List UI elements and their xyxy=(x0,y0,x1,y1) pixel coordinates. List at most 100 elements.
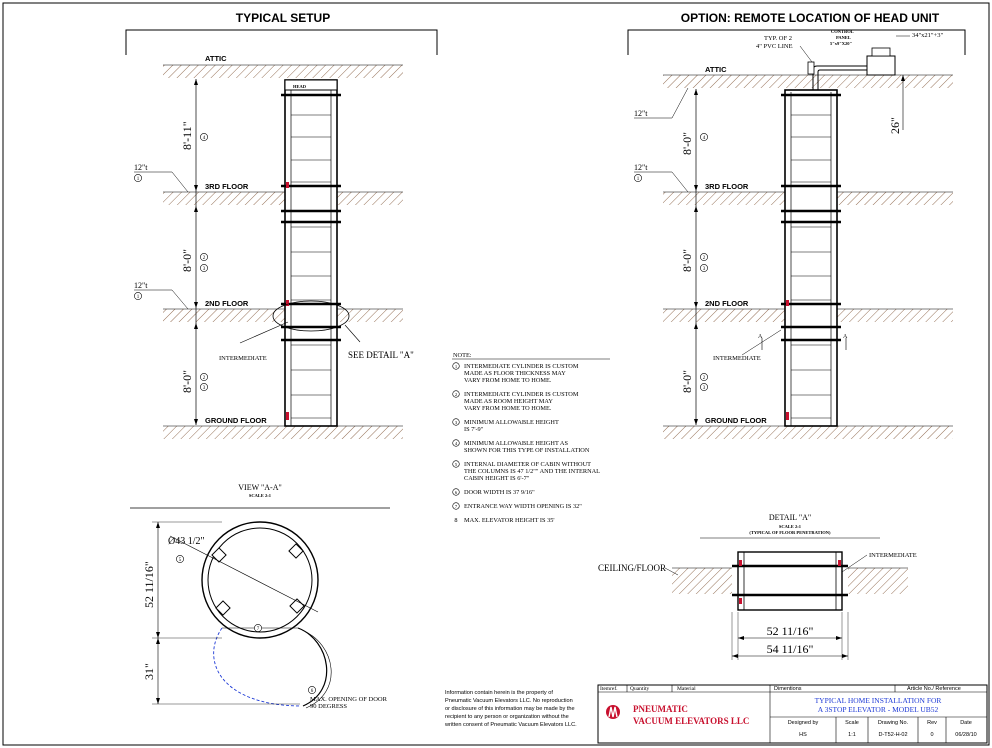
tb-scale-label: Scale xyxy=(845,720,859,726)
note-callout-icon xyxy=(452,488,460,496)
detail-intermediate-label: INTERMEDIATE xyxy=(869,552,917,559)
note-line: CABIN HEIGHT IS 6'-7" xyxy=(464,475,530,482)
cabin-outer xyxy=(201,521,319,639)
detail-a-scale: SCALE 2:1 xyxy=(779,524,802,529)
disclaimer: Information contain herein is the proper… xyxy=(444,690,577,728)
dim-52-11-16: 52 11/16" xyxy=(142,561,156,608)
tube-bands xyxy=(281,93,341,342)
box-dimensions: 34"x21"+3" xyxy=(912,32,943,39)
disclaimer-line: written consent of Pneumatic Vacuum Elev… xyxy=(444,722,577,728)
callout-3: 3 xyxy=(703,386,706,391)
tb-material: Material xyxy=(677,686,696,692)
note-callout-icon xyxy=(452,502,460,510)
cabin-inner xyxy=(207,527,313,633)
note-number: 8 xyxy=(454,517,457,524)
pvc-note-1: TYP. OF 2 xyxy=(764,35,792,42)
dim-26: 26" xyxy=(888,117,902,134)
company-name-2: VACUUM ELEVATORS LLC xyxy=(633,716,749,726)
elevator-tube xyxy=(284,79,338,427)
note-callout-icon xyxy=(452,390,460,398)
note-number: 3 xyxy=(455,420,458,425)
drawing-title-2: A 3STOP ELEVATOR - MODEL UB52 xyxy=(818,705,939,714)
callout-1: 1 xyxy=(137,177,140,182)
red-marker xyxy=(286,182,289,188)
note-number: 5 xyxy=(455,462,458,467)
elevator-tube xyxy=(784,89,838,427)
disclaimer-line: recipient to any person or organization … xyxy=(445,714,569,720)
tb-itemref: Itemref. xyxy=(600,685,618,692)
control-panel-size: 5"x9"X20" xyxy=(830,41,852,46)
note-number: 2 xyxy=(455,392,458,397)
detail-dim-inner: 52 11/16" xyxy=(767,624,814,638)
left-dim-top: 8'-11" xyxy=(180,121,194,150)
disclaimer-line: or disclosure of this information may be… xyxy=(445,706,575,712)
right-intermediate-label: INTERMEDIATE xyxy=(713,355,761,362)
control-panel-label: CONTROL xyxy=(831,29,854,34)
left-title-bracket xyxy=(125,29,438,55)
note-number: 1 xyxy=(455,364,458,369)
door-note: 90 DEGRESS xyxy=(310,703,347,710)
door-leaf xyxy=(297,627,328,707)
thickness-label: 12"t xyxy=(134,163,148,172)
section-mark: A xyxy=(758,334,763,340)
right-dim-bot: 8'-0" xyxy=(680,370,694,393)
callout-7: 7 xyxy=(257,627,260,632)
view-aa-scale: SCALE 2:1 xyxy=(249,493,272,498)
note-line: INTERMEDIATE CYLINDER IS CUSTOM xyxy=(464,391,579,398)
thickness-label: 12"t xyxy=(634,109,648,118)
note-line: INTERMEDIATE CYLINDER IS CUSTOM xyxy=(464,363,579,370)
tube-rungs xyxy=(291,114,331,419)
disclaimer-line: Pneumatic Vacuum Elevators LLC. No repro… xyxy=(445,698,573,704)
thickness-label: 12"t xyxy=(634,163,648,172)
note-line: MINIMUM ALLOWABLE HEIGHT AS xyxy=(464,440,568,447)
note-line: MADE AS FLOOR THICKNESS MAY xyxy=(464,370,566,377)
view-aa: VIEW "A-A" SCALE 2:1 Ø43 1/2" 5 7 6 MAX.… xyxy=(130,483,390,710)
note-line: THE COLUMNS IS 47 1/2"" AND THE INTERNAL xyxy=(464,468,600,475)
dim-31: 31" xyxy=(142,663,156,680)
callout-2: 2 xyxy=(703,256,706,261)
callout-3: 3 xyxy=(203,386,206,391)
attic-slab xyxy=(163,65,403,78)
title-block: Itemref. Quantity Material Dimentions Ar… xyxy=(597,684,988,744)
callout-1: 1 xyxy=(137,295,140,300)
note-line: ENTRANCE WAY WIDTH OPENING IS 32" xyxy=(464,503,582,510)
right-dim-top: 8'-0" xyxy=(680,132,694,155)
red-marker xyxy=(286,300,289,306)
callout-6: 6 xyxy=(311,689,314,694)
note-number: 6 xyxy=(455,490,458,495)
tb-quantity: Quantity xyxy=(630,686,649,692)
tb-rev-value: 0 xyxy=(930,732,933,738)
note-callout-icon xyxy=(452,418,460,426)
left-title: TYPICAL SETUP xyxy=(236,11,330,25)
section-mark: A xyxy=(843,334,848,340)
drawing-title-1: TYPICAL HOME INSTALLATION FOR xyxy=(815,696,942,705)
right-ground-floor-label: GROUND FLOOR xyxy=(705,416,767,425)
right-second-floor-label: 2ND FLOOR xyxy=(705,299,749,308)
left-attic-label: ATTIC xyxy=(205,54,227,63)
typical-setup-view: TYPICAL SETUP ATTIC 3RD FLOOR 2ND FLOOR … xyxy=(125,11,438,439)
callout-1: 1 xyxy=(637,177,640,182)
left-second-floor-label: 2ND FLOOR xyxy=(205,299,249,308)
note-number: 7 xyxy=(455,504,458,509)
tb-rev-label: Rev xyxy=(927,720,937,726)
left-third-floor-label: 3RD FLOOR xyxy=(205,182,249,191)
attic-slab xyxy=(663,75,953,88)
note-number: 4 xyxy=(455,441,458,446)
thickness-label: 12"t xyxy=(134,281,148,290)
tb-dimensions: Dimentions xyxy=(774,686,802,692)
disclaimer-line: Information contain herein is the proper… xyxy=(445,690,553,696)
note-line: MINIMUM ALLOWABLE HEIGHT xyxy=(464,419,559,426)
detail-a-subtitle: (TYPICAL OF FLOOR PENETRATION) xyxy=(749,530,831,535)
control-panel-label: PANEL xyxy=(836,35,851,40)
remote-head-view: OPTION: REMOTE LOCATION OF HEAD UNIT ATT… xyxy=(627,11,966,439)
tb-date-value: 06/28/10 xyxy=(955,732,976,738)
pvc-note-2: 4" PVC LINE xyxy=(756,43,793,50)
view-aa-title: VIEW "A-A" xyxy=(238,483,281,492)
tb-drawing-label: Drawing No. xyxy=(878,720,909,726)
detail-tube xyxy=(737,551,843,611)
callout-2: 2 xyxy=(203,256,206,261)
company-name-1: PNEUMATIC xyxy=(633,704,688,714)
head-label: HEAD xyxy=(293,84,307,89)
note-line: MAX. ELEVATOR HEIGHT IS 35' xyxy=(464,517,555,524)
